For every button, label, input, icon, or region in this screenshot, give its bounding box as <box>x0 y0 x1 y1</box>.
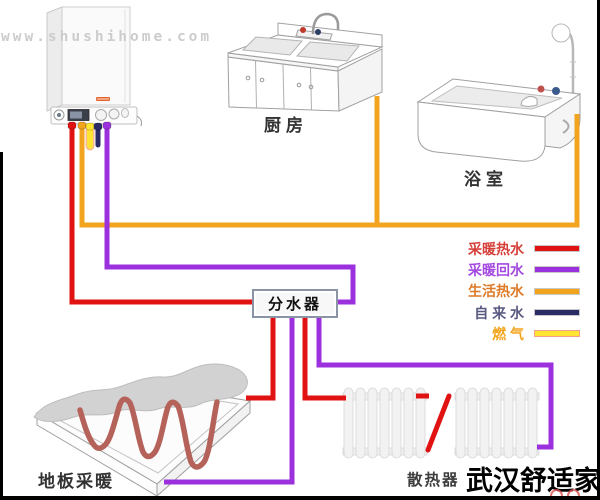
frame-border-left <box>0 152 3 500</box>
legend-swatch <box>534 309 580 317</box>
legend-swatch <box>534 287 580 295</box>
radiator-1 <box>342 387 428 459</box>
legend-swatch <box>534 266 580 274</box>
legend-label: 自 来 水 <box>474 304 524 321</box>
hot-water-knob <box>300 27 306 33</box>
pipe-heating-supply-to-radiator <box>302 305 346 401</box>
manifold-box: 分水器 <box>252 289 338 318</box>
shower-head <box>551 23 571 43</box>
label-bathroom: 浴室 <box>464 170 508 189</box>
legend-label: 燃 气 <box>492 325 524 342</box>
label-radiator: 散热器 <box>407 472 460 489</box>
legend-swatch <box>534 245 580 253</box>
label-floor-heating: 地板采暖 <box>38 472 114 491</box>
frame-border-right <box>597 0 600 500</box>
cold-water-knob <box>315 29 321 35</box>
legend-item-tap-water: 自 来 水 <box>458 302 580 323</box>
boiler-knob <box>108 108 120 120</box>
screed-layer <box>33 363 248 422</box>
boiler-unit <box>46 6 142 127</box>
kitchen-faucet <box>311 12 340 35</box>
pipes <box>67 96 580 485</box>
radiator-2 <box>454 387 540 459</box>
pipe-domestic-hot-water-main <box>79 114 580 228</box>
legend-item-domestic-hot-water: 生活热水 <box>458 281 580 302</box>
label-manifold: 分水器 <box>267 296 322 313</box>
sink-basin <box>295 41 360 62</box>
legend: 采暖热水 采暖回水 生活热水 自 来 水 燃 气 <box>458 238 580 344</box>
legend-item-heating-return: 采暖回水 <box>458 259 580 280</box>
boiler-knob <box>95 109 107 121</box>
kitchen-sink-cabinet <box>227 12 384 112</box>
legend-item-gas: 燃 气 <box>458 323 580 344</box>
sink-basin <box>241 36 304 56</box>
legend-label: 采暖热水 <box>468 240 524 257</box>
label-kitchen: 厨房 <box>264 116 308 135</box>
watermark: www.shushihome.com <box>1 29 213 45</box>
legend-item-heating-supply: 采暖热水 <box>458 238 580 259</box>
tub-handle <box>562 119 570 134</box>
pipe-heating-return-radiator <box>316 305 554 450</box>
pipe-heating-return-floor <box>164 305 295 485</box>
cold-water-knob <box>552 87 560 95</box>
pipe-heating-supply-to-floor <box>246 305 276 401</box>
floor-heating-coil <box>77 396 220 470</box>
legend-label: 生活热水 <box>468 283 524 300</box>
bathtub <box>416 23 582 162</box>
boiler-pipe-caps <box>67 121 112 131</box>
pipe-radiator-link <box>425 393 452 453</box>
hot-water-knob <box>537 85 545 93</box>
tub-faucet <box>520 95 538 107</box>
pipe-heating-supply-boiler-to-manifold <box>69 126 254 305</box>
legend-swatch <box>534 330 580 338</box>
floor-heating-slab <box>33 363 252 498</box>
frame-border-bottom <box>0 496 600 500</box>
legend-label: 采暖回水 <box>468 261 524 278</box>
seal-remnant <box>550 489 586 497</box>
pipe-heating-return-boiler-to-manifold <box>104 126 356 305</box>
